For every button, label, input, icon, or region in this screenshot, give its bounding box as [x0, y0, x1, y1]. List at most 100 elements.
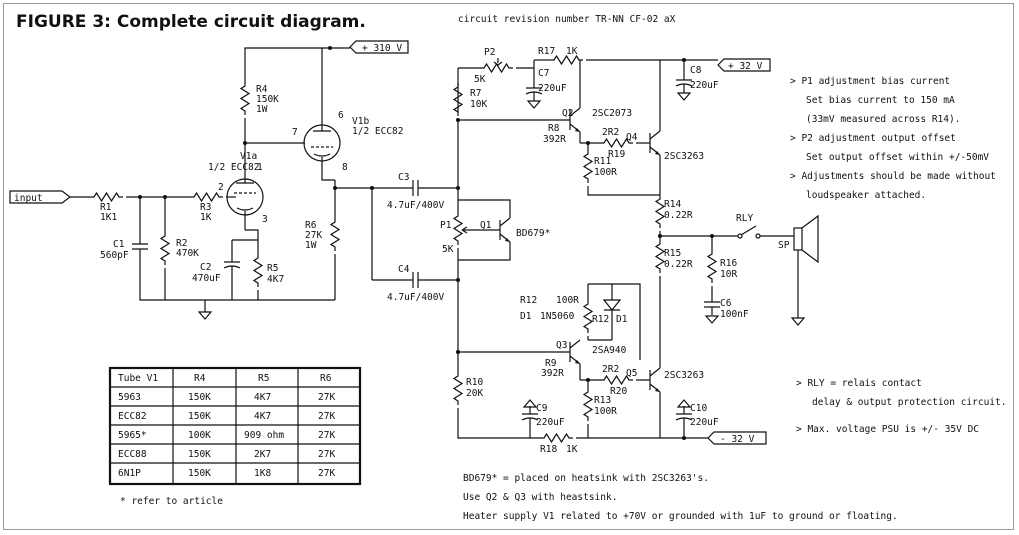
- wire: [588, 283, 641, 360]
- figure-title: FIGURE 3: Complete circuit diagram.: [16, 12, 366, 32]
- label-C3: C3: [398, 172, 409, 183]
- relay-switch: [737, 225, 788, 239]
- label-P2: P2: [484, 47, 495, 58]
- note-line: Use Q2 & Q3 with heastsink.: [463, 492, 617, 503]
- value-C6: 100nF: [720, 309, 749, 320]
- value-C9: 220uF: [536, 417, 565, 428]
- table-cell: 6N1P: [118, 468, 141, 479]
- ground-symbol: [705, 315, 719, 324]
- wire: [245, 229, 259, 240]
- label-R12: R12: [520, 295, 537, 306]
- pin-7: 7: [292, 127, 298, 138]
- value-R14: 0.22R: [664, 210, 693, 221]
- value-R18: 1K: [566, 444, 578, 455]
- label-Q2: Q2: [562, 108, 573, 119]
- resistor-R18: [539, 433, 574, 443]
- note-line: > Max. voltage PSU is +/- 35V DC: [796, 424, 979, 435]
- table-footnote: * refer to article: [120, 496, 223, 507]
- wire: [139, 257, 335, 301]
- svg-text:+ 310 V: + 310 V: [362, 43, 402, 54]
- value-C7: 220uF: [538, 83, 567, 94]
- value-R16: 10R: [720, 269, 737, 280]
- value-R1: 1K1: [100, 212, 117, 223]
- label-R14: R14: [664, 199, 681, 210]
- junction: [682, 436, 686, 440]
- note-line: Set bias current to 150 mA: [806, 95, 955, 106]
- value-Q1: BD679*: [516, 228, 550, 239]
- label-R16: R16: [720, 258, 737, 269]
- value-C8: 220uF: [690, 80, 719, 91]
- label-SP: SP: [778, 240, 790, 251]
- label-R13: R13: [594, 395, 611, 406]
- label-C4: C4: [398, 264, 410, 275]
- table-header: R6: [320, 373, 332, 384]
- table-cell: 4K7: [254, 411, 271, 422]
- wire: [458, 199, 511, 261]
- label-C9: C9: [536, 403, 548, 414]
- resistor-R4: [240, 81, 250, 116]
- label-V1b: V1b: [352, 116, 369, 127]
- value-C3: 4.7uF/400V: [387, 200, 444, 211]
- supply-flag-neg: - 32 V: [707, 431, 767, 445]
- table-cell: 27K: [318, 430, 335, 441]
- value-P2: 5K: [474, 74, 486, 85]
- resistor-R13: [583, 387, 593, 422]
- label-D1-small: D1: [616, 314, 628, 325]
- svg-text:- 32 V: - 32 V: [720, 434, 755, 445]
- tube-table: Tube V1 R4 R5 R6 5963 150K 4K7 27K ECC82…: [108, 366, 362, 486]
- label-R20: R20: [610, 386, 627, 397]
- table-header: Tube V1: [118, 373, 158, 384]
- label-Q3: Q3: [556, 340, 567, 351]
- value-R12: 100R: [556, 295, 579, 306]
- wire: [493, 58, 503, 66]
- table-header: R4: [194, 373, 206, 384]
- label-C1: C1: [113, 239, 125, 250]
- table-cell: 27K: [318, 468, 335, 479]
- label-R1: R1: [100, 202, 112, 213]
- figure-frame: [3, 3, 1014, 530]
- value-R15: 0.22R: [664, 259, 693, 270]
- capacitor-C6: [703, 293, 721, 316]
- value-C2: 470uF: [192, 273, 221, 284]
- ground-symbol: [677, 399, 691, 408]
- label-C6: C6: [720, 298, 732, 309]
- wire: [587, 186, 660, 196]
- value-R8: 392R: [543, 134, 566, 145]
- ground-symbol: [527, 100, 541, 109]
- pin-1: 1: [257, 162, 263, 173]
- note-line: loudspeaker attached.: [806, 190, 926, 201]
- wire: [461, 226, 470, 234]
- table-cell: 5963: [118, 392, 141, 403]
- value-Q3: 2SA940: [592, 345, 627, 356]
- junction: [456, 186, 460, 190]
- capacitor-C2: [223, 253, 241, 276]
- note-line: (33mV measured across R14).: [806, 114, 960, 125]
- table-cell: 150K: [188, 392, 211, 403]
- label-Q1: Q1: [480, 220, 492, 231]
- table-cell: 909 ohm: [244, 430, 284, 441]
- resistor-R14: [655, 194, 665, 229]
- table-header: R5: [258, 373, 269, 384]
- value-D1: 1N5060: [540, 311, 575, 322]
- table-cell: ECC82: [118, 411, 147, 422]
- value-Q4: 2SC3263: [664, 151, 704, 162]
- wire: [335, 187, 373, 280]
- junction: [456, 278, 460, 282]
- pin-8: 8: [342, 162, 348, 173]
- pin-6: 6: [338, 110, 344, 121]
- table-cell: 150K: [188, 468, 211, 479]
- value-P1: 5K: [442, 244, 454, 255]
- label-C8: C8: [690, 65, 702, 76]
- label-R3: R3: [200, 202, 211, 213]
- resistor-R12: [583, 299, 593, 334]
- value-R13: 100R: [594, 406, 617, 417]
- label-P1: P1: [440, 220, 452, 231]
- table-cell: 27K: [318, 392, 335, 403]
- capacitor-C1: [131, 235, 149, 258]
- junction: [328, 46, 332, 50]
- resistor-R3: [189, 192, 224, 202]
- label-R15: R15: [664, 248, 681, 259]
- note-line: > RLY = relais contact: [796, 378, 922, 389]
